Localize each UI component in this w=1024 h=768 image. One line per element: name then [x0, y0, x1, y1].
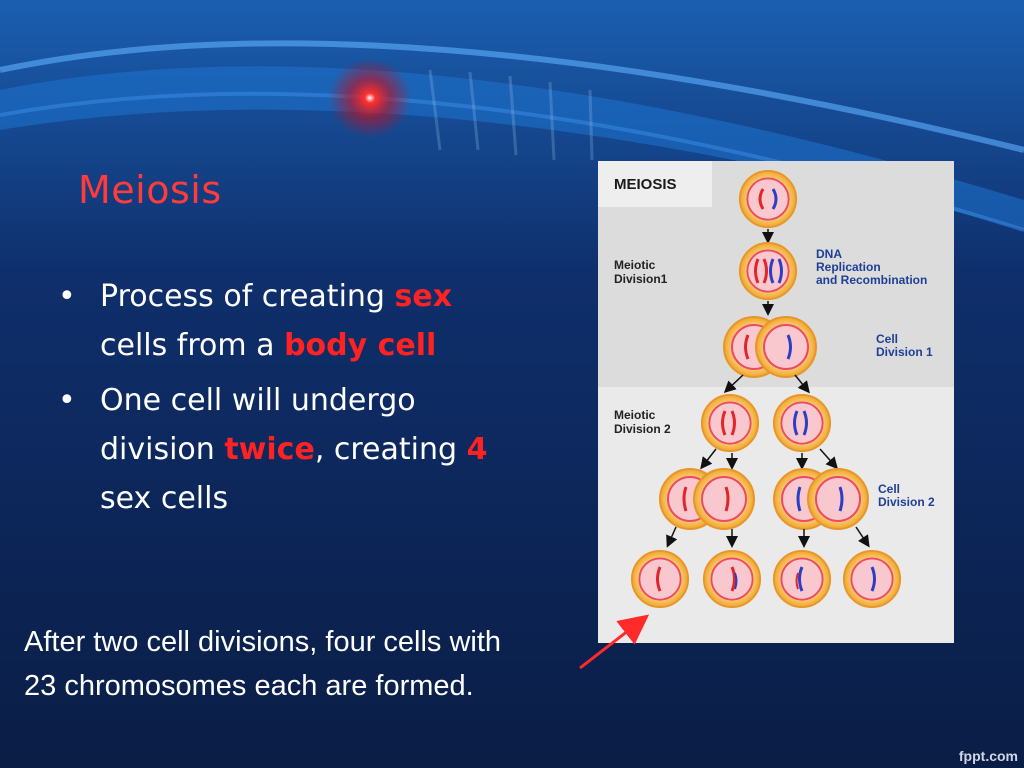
bullet-dot-icon: • — [58, 279, 76, 314]
bullet-1-part-1: Process of creating — [100, 279, 395, 314]
caption-line-1: After two cell divisions, four cells wit… — [24, 626, 502, 658]
footer-brand: fppt.com — [958, 748, 1018, 764]
bullet-list: • Process of creating sex cells from a bo… — [58, 272, 528, 529]
label-dna: DNA — [816, 247, 842, 261]
slide-title: Meiosis — [78, 168, 222, 212]
caption: After two cell divisions, four cells wit… — [24, 620, 501, 708]
replicated-cell — [738, 241, 798, 301]
cell-division-2-pair-right — [773, 468, 869, 530]
label-cell-division-1-b: Division 1 — [876, 345, 933, 359]
cell-division-1-pair — [723, 316, 817, 378]
cell-division-2-pair-left — [659, 468, 755, 530]
bullet-2-emphasis-4: 4 — [466, 432, 488, 467]
sex-cell-4 — [842, 549, 902, 609]
diagram-heading: MEIOSIS — [614, 176, 677, 193]
red-arrow-icon — [579, 614, 650, 670]
sex-cell-3 — [772, 549, 832, 609]
label-meiotic-division-1: Meiotic — [614, 258, 656, 272]
label-meiotic-division-1-b: Division1 — [614, 272, 668, 286]
bullet-item-2: • One cell will undergo division twice, c… — [58, 376, 528, 523]
label-cell-division-2-b: Division 2 — [878, 495, 935, 509]
bullet-dot-icon: • — [58, 383, 76, 418]
label-cell-division-2: Cell — [878, 482, 900, 496]
bullet-text-2: One cell will undergo division twice, cre… — [100, 383, 487, 516]
bullet-1-emphasis-body-cell: body cell — [284, 328, 437, 363]
daughter-cell-left — [700, 393, 760, 453]
bullet-text-1: Process of creating sex cells from a body… — [100, 279, 452, 363]
daughter-cell-right — [772, 393, 832, 453]
label-replication: Replication — [816, 260, 881, 274]
parent-cell — [738, 169, 798, 229]
bullet-1-emphasis-sex: sex — [394, 279, 453, 314]
bullet-2-part-2: division — [100, 432, 225, 467]
caption-line-2: 23 chromosomes each are formed. — [24, 670, 474, 702]
label-recombination: and Recombination — [816, 273, 927, 287]
meiosis-diagram: MEIOSIS Meiotic Division1 DNA Replicatio… — [598, 161, 954, 643]
sex-cell-2 — [702, 549, 762, 609]
bullet-1-part-2: cells from a — [100, 328, 285, 363]
sex-cell-1 — [630, 549, 690, 609]
bullet-item-1: • Process of creating sex cells from a bo… — [58, 272, 528, 370]
bullet-2-part-4: sex cells — [100, 481, 229, 516]
bullet-2-part-1: One cell will undergo — [100, 383, 416, 418]
label-meiotic-division-2: Meiotic — [614, 408, 656, 422]
label-cell-division-1: Cell — [876, 332, 898, 346]
label-meiotic-division-2-b: Division 2 — [614, 422, 671, 436]
bullet-2-emphasis-twice: twice — [224, 432, 315, 467]
bullet-2-part-3: , creating — [314, 432, 467, 467]
